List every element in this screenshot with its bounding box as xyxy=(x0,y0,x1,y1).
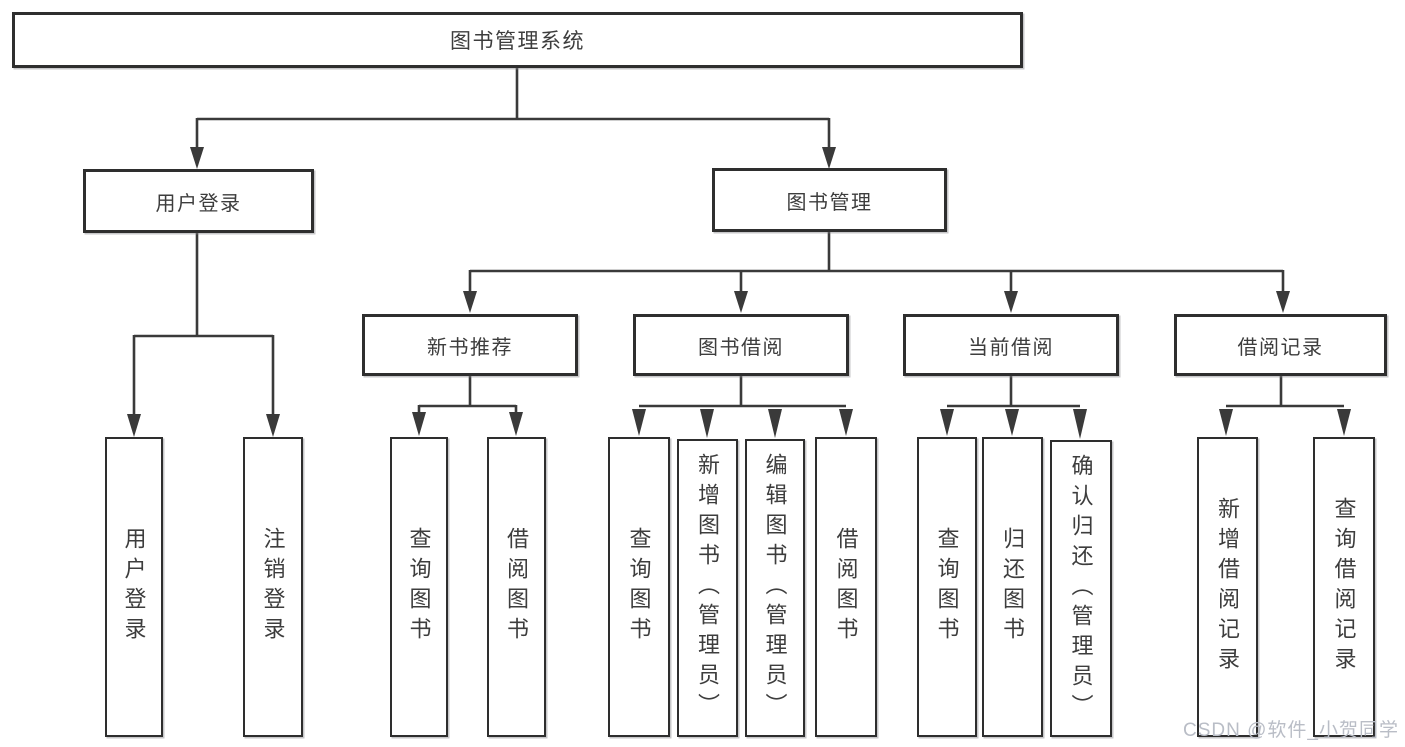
leaf-logout: 注销登录 xyxy=(243,437,303,737)
node-library-system: 图书管理系统 xyxy=(12,12,1023,68)
leaf-query-books-borrowing-label: 查询图书 xyxy=(626,527,652,647)
node-book-borrowing: 图书借阅 xyxy=(633,314,849,376)
arrowhead xyxy=(822,147,836,169)
arrowhead xyxy=(509,412,523,436)
node-new-book-recommend-label: 新书推荐 xyxy=(427,336,513,359)
leaf-borrow-books-recommend-label: 借阅图书 xyxy=(504,527,530,647)
node-new-book-recommend: 新书推荐 xyxy=(362,314,578,376)
leaf-borrow-books-borrowing: 借阅图书 xyxy=(815,437,877,737)
leaf-query-borrow-record-label: 查询借阅记录 xyxy=(1331,497,1357,677)
node-book-management: 图书管理 xyxy=(712,168,947,232)
arrowhead xyxy=(412,412,426,436)
node-library-system-label: 图书管理系统 xyxy=(450,30,585,53)
node-current-borrowing-label: 当前借阅 xyxy=(968,336,1054,359)
node-borrowing-records-label: 借阅记录 xyxy=(1237,336,1324,359)
node-book-management-label: 图书管理 xyxy=(786,191,873,214)
arrowhead xyxy=(1073,409,1087,439)
leaf-confirm-return-admin: 确认归还（管理员） xyxy=(1050,440,1112,737)
leaf-add-book-admin: 新增图书（管理员） xyxy=(677,439,738,737)
node-borrowing-records: 借阅记录 xyxy=(1174,314,1387,376)
leaf-user-login: 用户登录 xyxy=(105,437,163,737)
node-current-borrowing: 当前借阅 xyxy=(903,314,1119,376)
arrowhead xyxy=(700,409,714,438)
arrowhead xyxy=(190,147,204,169)
leaf-logout-label: 注销登录 xyxy=(260,527,286,647)
leaf-add-book-admin-label: 新增图书（管理员） xyxy=(695,453,721,723)
node-book-borrowing-label: 图书借阅 xyxy=(698,336,784,359)
arrowhead xyxy=(127,414,141,437)
arrowhead xyxy=(266,414,280,437)
leaf-query-borrow-record: 查询借阅记录 xyxy=(1313,437,1375,737)
arrowhead xyxy=(1276,291,1290,313)
leaf-user-login-label: 用户登录 xyxy=(121,527,147,647)
leaf-query-books-current-label: 查询图书 xyxy=(934,527,960,647)
arrowhead xyxy=(1004,291,1018,313)
leaf-return-books-label: 归还图书 xyxy=(1000,527,1026,647)
leaf-borrow-books-recommend: 借阅图书 xyxy=(487,437,546,737)
leaf-query-books-borrowing: 查询图书 xyxy=(608,437,670,737)
arrowhead xyxy=(734,291,748,313)
leaf-add-borrow-record-label: 新增借阅记录 xyxy=(1215,497,1241,677)
arrowhead xyxy=(839,409,853,436)
leaf-add-borrow-record: 新增借阅记录 xyxy=(1197,437,1258,737)
arrowhead xyxy=(768,409,782,438)
arrowhead xyxy=(1337,409,1351,436)
csdn-watermark: CSDN @软件_小贺同学 xyxy=(1183,720,1399,741)
arrowhead xyxy=(940,409,954,436)
leaf-edit-book-admin: 编辑图书（管理员） xyxy=(745,439,805,737)
arrowhead xyxy=(1005,409,1019,436)
arrowhead xyxy=(463,291,477,313)
leaf-edit-book-admin-label: 编辑图书（管理员） xyxy=(762,453,788,723)
leaf-borrow-books-borrowing-label: 借阅图书 xyxy=(833,527,859,647)
arrowhead xyxy=(632,409,646,436)
leaf-query-books-recommend-label: 查询图书 xyxy=(406,527,432,647)
leaf-query-books-recommend: 查询图书 xyxy=(390,437,448,737)
arrowhead xyxy=(1219,409,1233,436)
leaf-query-books-current: 查询图书 xyxy=(917,437,977,737)
node-user-login: 用户登录 xyxy=(83,169,314,233)
leaf-return-books: 归还图书 xyxy=(982,437,1043,737)
node-user-login-label: 用户登录 xyxy=(155,192,242,215)
leaf-confirm-return-admin-label: 确认归还（管理员） xyxy=(1068,453,1094,724)
